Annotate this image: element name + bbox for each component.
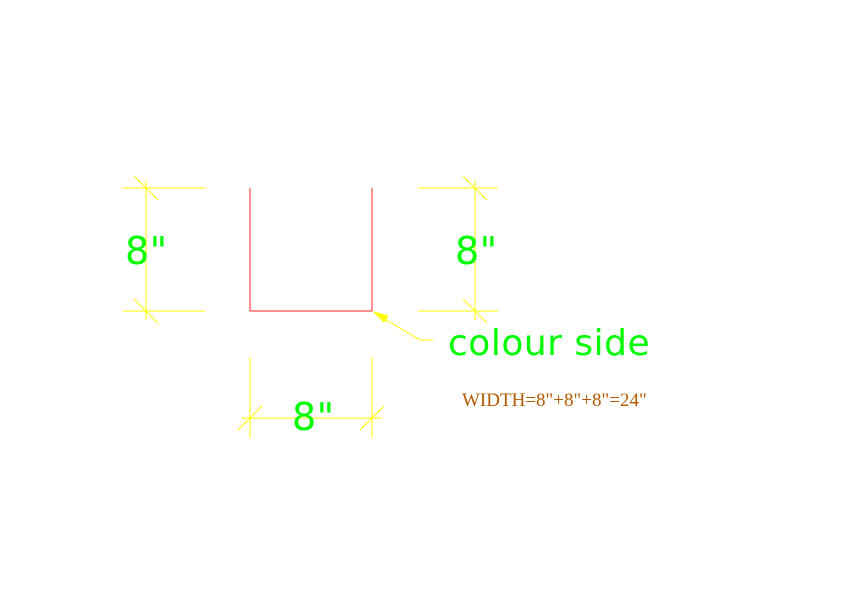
leader-line xyxy=(375,313,433,341)
bottom-tick-left xyxy=(237,405,263,431)
left-height-label: 8" xyxy=(125,229,168,273)
right-height-dimension: 8" xyxy=(418,175,498,324)
colour-side-label: colour side xyxy=(448,323,650,364)
bottom-width-dimension: 8" xyxy=(237,357,385,439)
left-tick-bottom xyxy=(133,298,159,324)
channel-profile xyxy=(249,188,373,312)
left-tick-top xyxy=(133,175,159,201)
right-tick-top xyxy=(462,175,488,201)
bottom-width-label: 8" xyxy=(292,395,335,439)
leader-arrowhead xyxy=(372,310,389,323)
right-height-label: 8" xyxy=(455,229,498,273)
colour-side-leader: colour side xyxy=(372,310,650,364)
left-height-dimension: 8" xyxy=(123,175,205,324)
right-tick-bottom xyxy=(462,298,488,324)
width-formula-note: WIDTH=8"+8"+8"=24" xyxy=(462,390,647,411)
bottom-tick-right xyxy=(359,405,385,431)
